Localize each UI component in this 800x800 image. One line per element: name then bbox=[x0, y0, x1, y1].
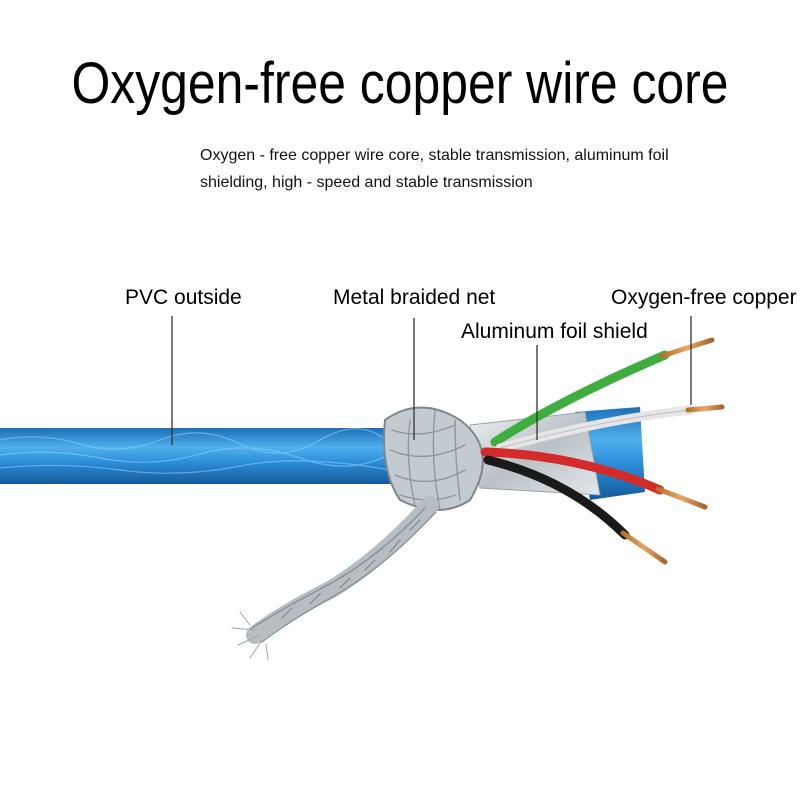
page-title: Oxygen-free copper wire core bbox=[71, 51, 729, 116]
subtitle: Oxygen - free copper wire core, stable t… bbox=[200, 142, 680, 196]
wire-red bbox=[480, 447, 708, 510]
label-aluminum-foil-shield: Aluminum foil shield bbox=[461, 320, 648, 343]
label-metal-braided-net: Metal braided net bbox=[333, 286, 496, 309]
leader-lines bbox=[171, 316, 692, 445]
label-pvc-outside: PVC outside bbox=[125, 286, 242, 309]
subtitle-line-2: shielding, high - speed and stable trans… bbox=[200, 174, 533, 191]
pvc-jacket bbox=[0, 428, 392, 484]
metal-braided-net bbox=[231, 406, 484, 661]
label-oxygen-free-copper: Oxygen-free copper bbox=[611, 286, 797, 309]
wire-black bbox=[483, 455, 668, 565]
wire-green bbox=[490, 337, 715, 447]
subtitle-line-1: Oxygen - free copper wire core, stable t… bbox=[200, 147, 669, 164]
wire-white bbox=[495, 404, 725, 453]
